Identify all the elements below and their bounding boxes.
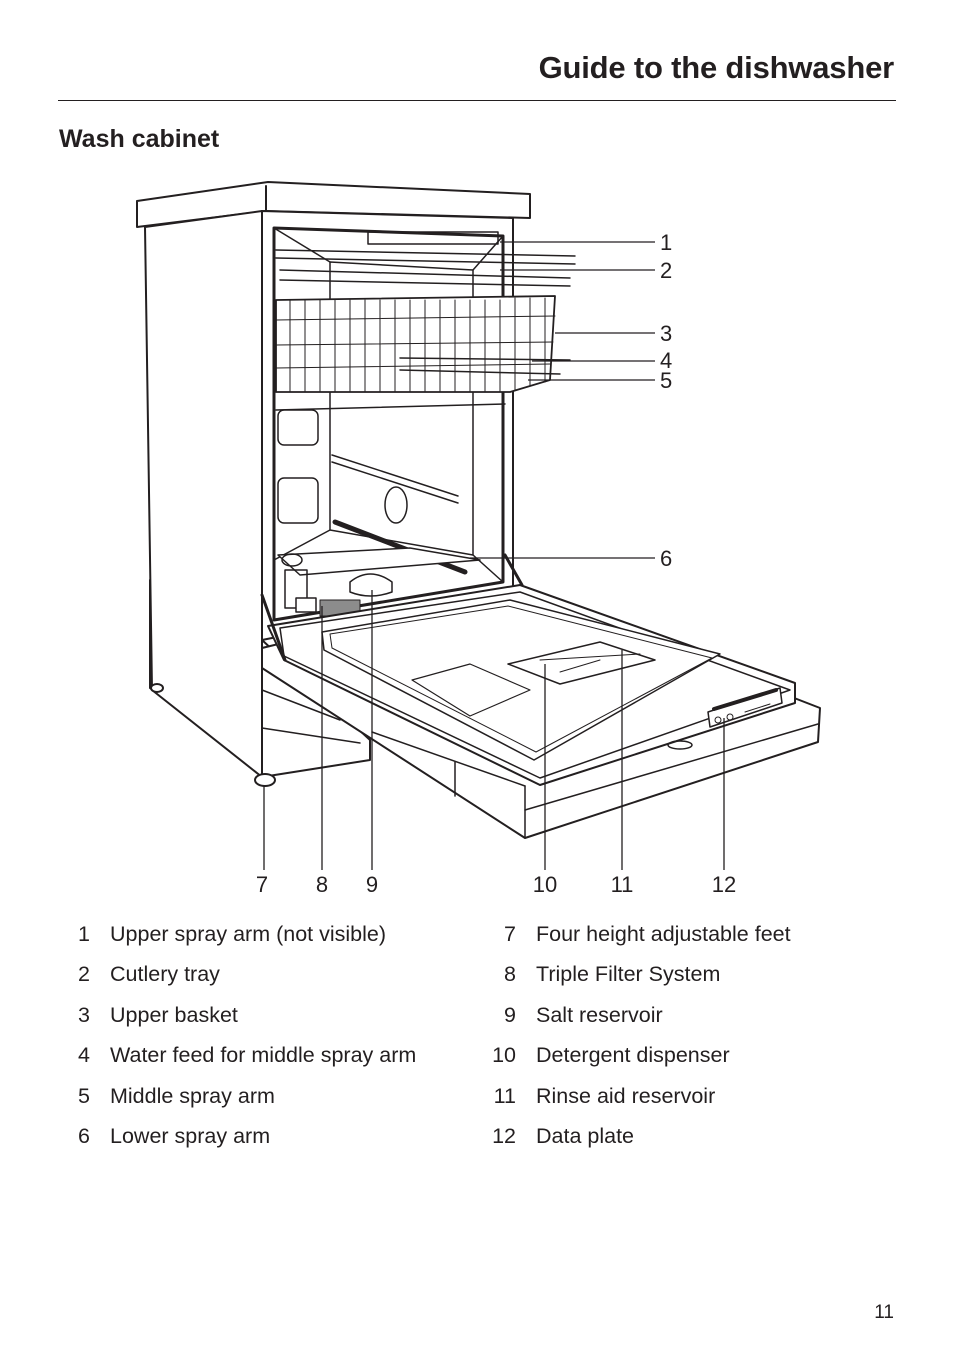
legend-text: Triple Filter System — [536, 962, 721, 987]
legend-text: Detergent dispenser — [536, 1043, 730, 1068]
legend-text: Middle spray arm — [110, 1083, 275, 1108]
legend-text: Cutlery tray — [110, 962, 220, 987]
legend-item: 6 Lower spray arm — [58, 1117, 478, 1158]
legend-number: 10 — [492, 1043, 516, 1068]
page-number: 11 — [874, 1302, 894, 1323]
callout-7: 7 — [256, 872, 268, 897]
callout-labels: 1 2 3 4 5 6 7 8 9 10 11 12 — [256, 230, 736, 897]
callout-4: 4 — [660, 348, 672, 373]
legend-number: 5 — [78, 1083, 90, 1108]
legend-item: 12 Data plate — [484, 1117, 904, 1158]
legend-item: 2 Cutlery tray — [58, 955, 478, 996]
legend-item: 10 Detergent dispenser — [484, 1036, 904, 1077]
legend-item: 1 Upper spray arm (not visible) — [58, 914, 478, 955]
callout-2: 2 — [660, 258, 672, 283]
legend-text: Water feed for middle spray arm — [110, 1043, 417, 1068]
legend-number: 1 — [78, 921, 90, 946]
legend-text: Salt reservoir — [536, 1002, 663, 1027]
callout-12: 12 — [712, 872, 736, 897]
legend-item: 11 Rinse aid reservoir — [484, 1076, 904, 1117]
callout-lines — [263, 241, 725, 870]
callout-1: 1 — [660, 230, 672, 255]
callout-6: 6 — [660, 546, 672, 571]
legend-item: 5 Middle spray arm — [58, 1076, 478, 1117]
callout-9: 9 — [366, 872, 378, 897]
legend-item: 9 Salt reservoir — [484, 995, 904, 1036]
legend-number: 4 — [78, 1043, 90, 1068]
callout-5: 5 — [660, 368, 672, 393]
legend-item: 4 Water feed for middle spray arm — [58, 1036, 478, 1077]
legend-right: 7 Four height adjustable feet 8 Triple F… — [484, 914, 904, 1157]
legend-item: 8 Triple Filter System — [484, 955, 904, 996]
title-rule — [58, 100, 896, 101]
legend-text: Upper basket — [110, 1002, 238, 1027]
legend-left: 1 Upper spray arm (not visible) 2 Cutler… — [58, 914, 478, 1157]
legend-text: Lower spray arm — [110, 1124, 271, 1149]
legend-number: 7 — [504, 921, 516, 946]
callout-3: 3 — [660, 321, 672, 346]
legend-number: 11 — [493, 1083, 516, 1108]
legend-item: 7 Four height adjustable feet — [484, 914, 904, 955]
dishwasher-illustration — [136, 181, 821, 839]
dishwasher-diagram: 1 2 3 4 5 6 7 8 9 10 11 12 — [136, 181, 821, 897]
legend-item: 3 Upper basket — [58, 995, 478, 1036]
callout-11: 11 — [611, 872, 634, 897]
legend-text: Four height adjustable feet — [536, 921, 791, 946]
callout-8: 8 — [316, 872, 328, 897]
legend-number: 8 — [504, 962, 516, 987]
legend-number: 2 — [78, 962, 90, 987]
legend-number: 12 — [492, 1124, 516, 1149]
legend-number: 9 — [504, 1002, 516, 1027]
legend-number: 3 — [78, 1002, 90, 1027]
callout-10: 10 — [533, 872, 557, 897]
legend-text: Rinse aid reservoir — [536, 1083, 716, 1108]
legend-number: 6 — [78, 1124, 90, 1149]
page-title: Guide to the dishwasher — [538, 50, 895, 85]
legend-text: Upper spray arm (not visible) — [110, 921, 387, 946]
legend-text: Data plate — [536, 1124, 635, 1149]
section-heading: Wash cabinet — [59, 125, 220, 153]
